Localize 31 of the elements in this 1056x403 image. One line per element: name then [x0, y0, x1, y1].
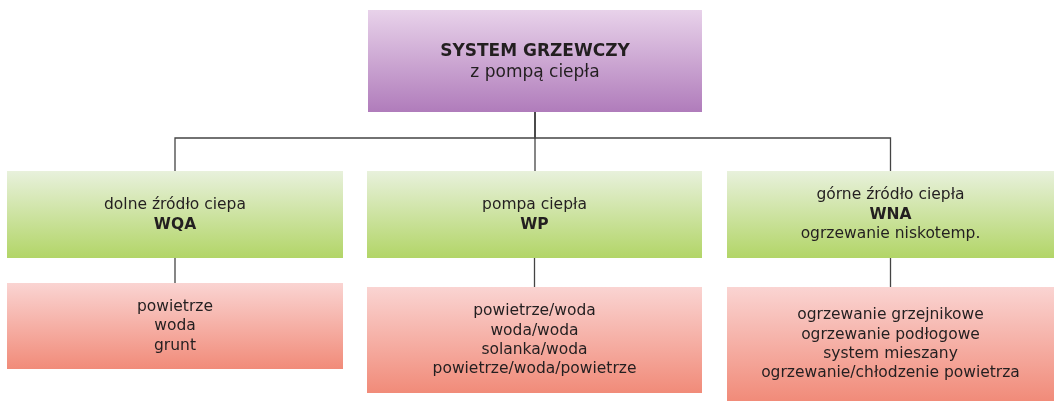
- item-text: grunt: [154, 335, 196, 356]
- item-text: powietrze: [137, 296, 213, 317]
- item-text: z pompą ciepła: [470, 61, 600, 83]
- item-text: ogrzewanie/chłodzenie powietrza: [761, 363, 1020, 383]
- list-box: [7, 283, 343, 369]
- heading-text: WNA: [869, 204, 912, 225]
- heading-text: SYSTEM GRZEWCZY: [440, 39, 630, 61]
- item-text: ogrzewanie niskotemp.: [800, 224, 981, 244]
- item-text: pompa ciepła: [482, 195, 587, 215]
- item-text: solanka/woda: [481, 340, 588, 360]
- connector-line: [533, 257, 536, 288]
- item-text: woda: [154, 316, 196, 336]
- category-box: [7, 171, 343, 258]
- heading-text: WQA: [153, 214, 197, 234]
- list-box: [367, 287, 702, 393]
- item-text: górne źródło ciepła: [816, 185, 965, 205]
- heading-text: WP: [520, 214, 549, 234]
- connector-line: [174, 257, 176, 284]
- connector-line: [534, 111, 892, 172]
- item-text: dolne źródło ciepa: [104, 195, 246, 215]
- item-text: system mieszany: [823, 344, 958, 364]
- item-text: ogrzewanie grzejnikowe: [797, 305, 984, 325]
- category-box: [727, 171, 1054, 258]
- item-text: woda/woda: [490, 320, 579, 340]
- list-box: [727, 287, 1054, 401]
- item-text: powietrze/woda/powietrze: [432, 359, 637, 379]
- item-text: ogrzewanie podłogowe: [801, 324, 980, 344]
- category-box: [367, 171, 702, 258]
- connector-line: [889, 257, 892, 288]
- title-box: [368, 10, 702, 112]
- item-text: powietrze/woda: [473, 301, 596, 321]
